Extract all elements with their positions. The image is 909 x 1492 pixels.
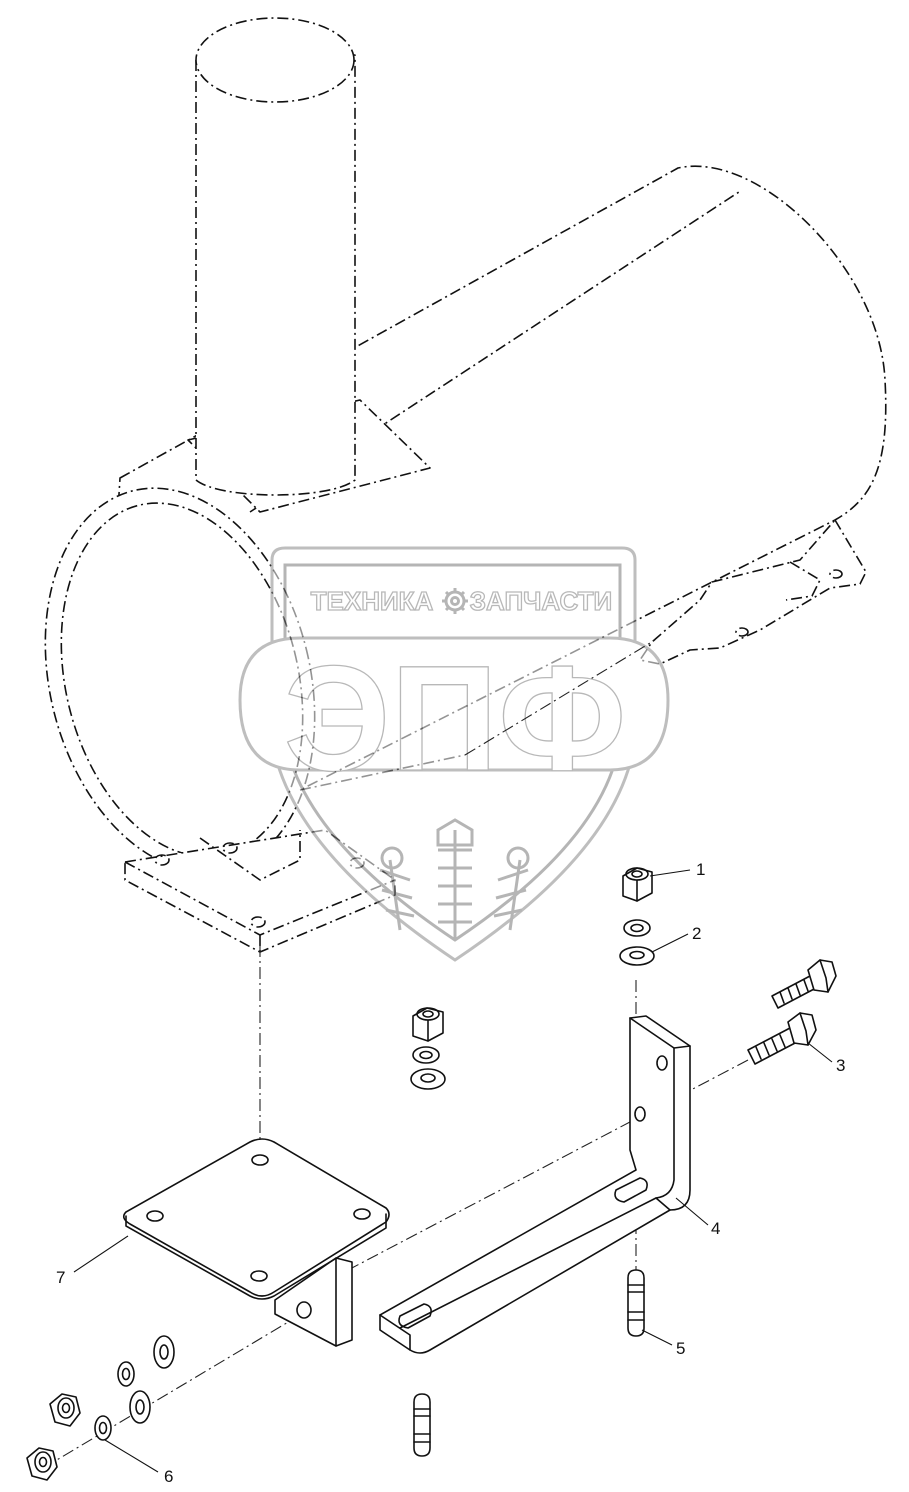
- callout-leaders: [73, 869, 833, 1473]
- callout-2: 2: [692, 924, 701, 943]
- callout-6: 6: [164, 1467, 173, 1486]
- nut-washer-set-middle: [410, 1007, 446, 1090]
- part-2-washer: [619, 919, 655, 966]
- watermark-text-left: ТЕХНИКА: [311, 586, 434, 616]
- part-3-bolt-lower: [747, 1012, 817, 1065]
- callout-3: 3: [836, 1056, 845, 1075]
- part-1-nut: [622, 867, 653, 902]
- callout-1: 1: [696, 860, 705, 879]
- wheat-icon: [379, 818, 530, 940]
- callout-4: 4: [711, 1219, 720, 1238]
- stud-lower: [413, 1393, 431, 1457]
- callout-labels: 1 2 3 4 5 6 7: [56, 860, 845, 1486]
- part-6-hardware-set: [26, 1335, 175, 1481]
- part-4-bracket: [379, 1015, 691, 1354]
- watermark-logo-text: ЭПФ: [284, 634, 627, 802]
- part-5-stud: [627, 1269, 645, 1337]
- callout-7: 7: [56, 1268, 65, 1287]
- watermark-text-right: ЗАПЧАСТИ: [470, 586, 613, 616]
- gear-icon: [442, 588, 468, 614]
- part-3-bolt-upper: [771, 959, 837, 1009]
- watermark-logo: ТЕХНИКА ЗАПЧАСТИ ЭПФ: [238, 546, 670, 962]
- part-7-plate: [122, 1138, 390, 1347]
- callout-5: 5: [676, 1339, 685, 1358]
